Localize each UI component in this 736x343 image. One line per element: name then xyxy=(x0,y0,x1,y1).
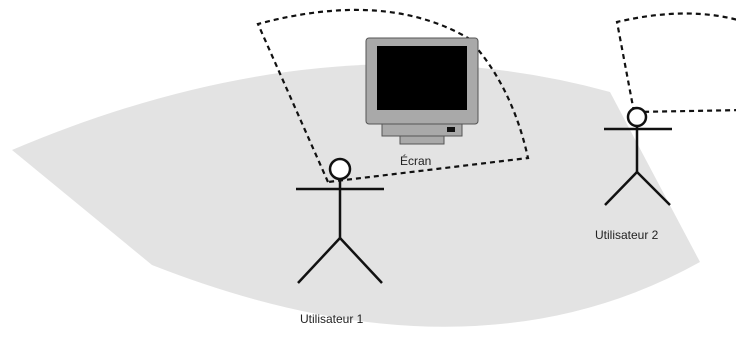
user1-figure xyxy=(296,157,384,284)
user1-head xyxy=(328,157,352,181)
screen-label: Écran xyxy=(400,154,432,168)
screen-icon xyxy=(365,37,479,145)
user2-label: Utilisateur 2 xyxy=(595,228,659,242)
user1-left-leg xyxy=(297,237,341,284)
user2-left-leg xyxy=(604,171,638,206)
monitor-display xyxy=(377,46,467,110)
user2-right-leg xyxy=(636,171,671,206)
user1-label: Utilisateur 1 xyxy=(300,312,364,326)
monitor-stand xyxy=(399,135,445,145)
user1-right-leg xyxy=(339,237,383,284)
user2-view-cone xyxy=(615,12,736,114)
monitor-button xyxy=(447,127,455,132)
user2-head xyxy=(626,106,648,128)
user2-figure xyxy=(604,106,672,206)
shared-area-sector xyxy=(12,64,700,327)
user1-view-cone xyxy=(256,8,530,184)
